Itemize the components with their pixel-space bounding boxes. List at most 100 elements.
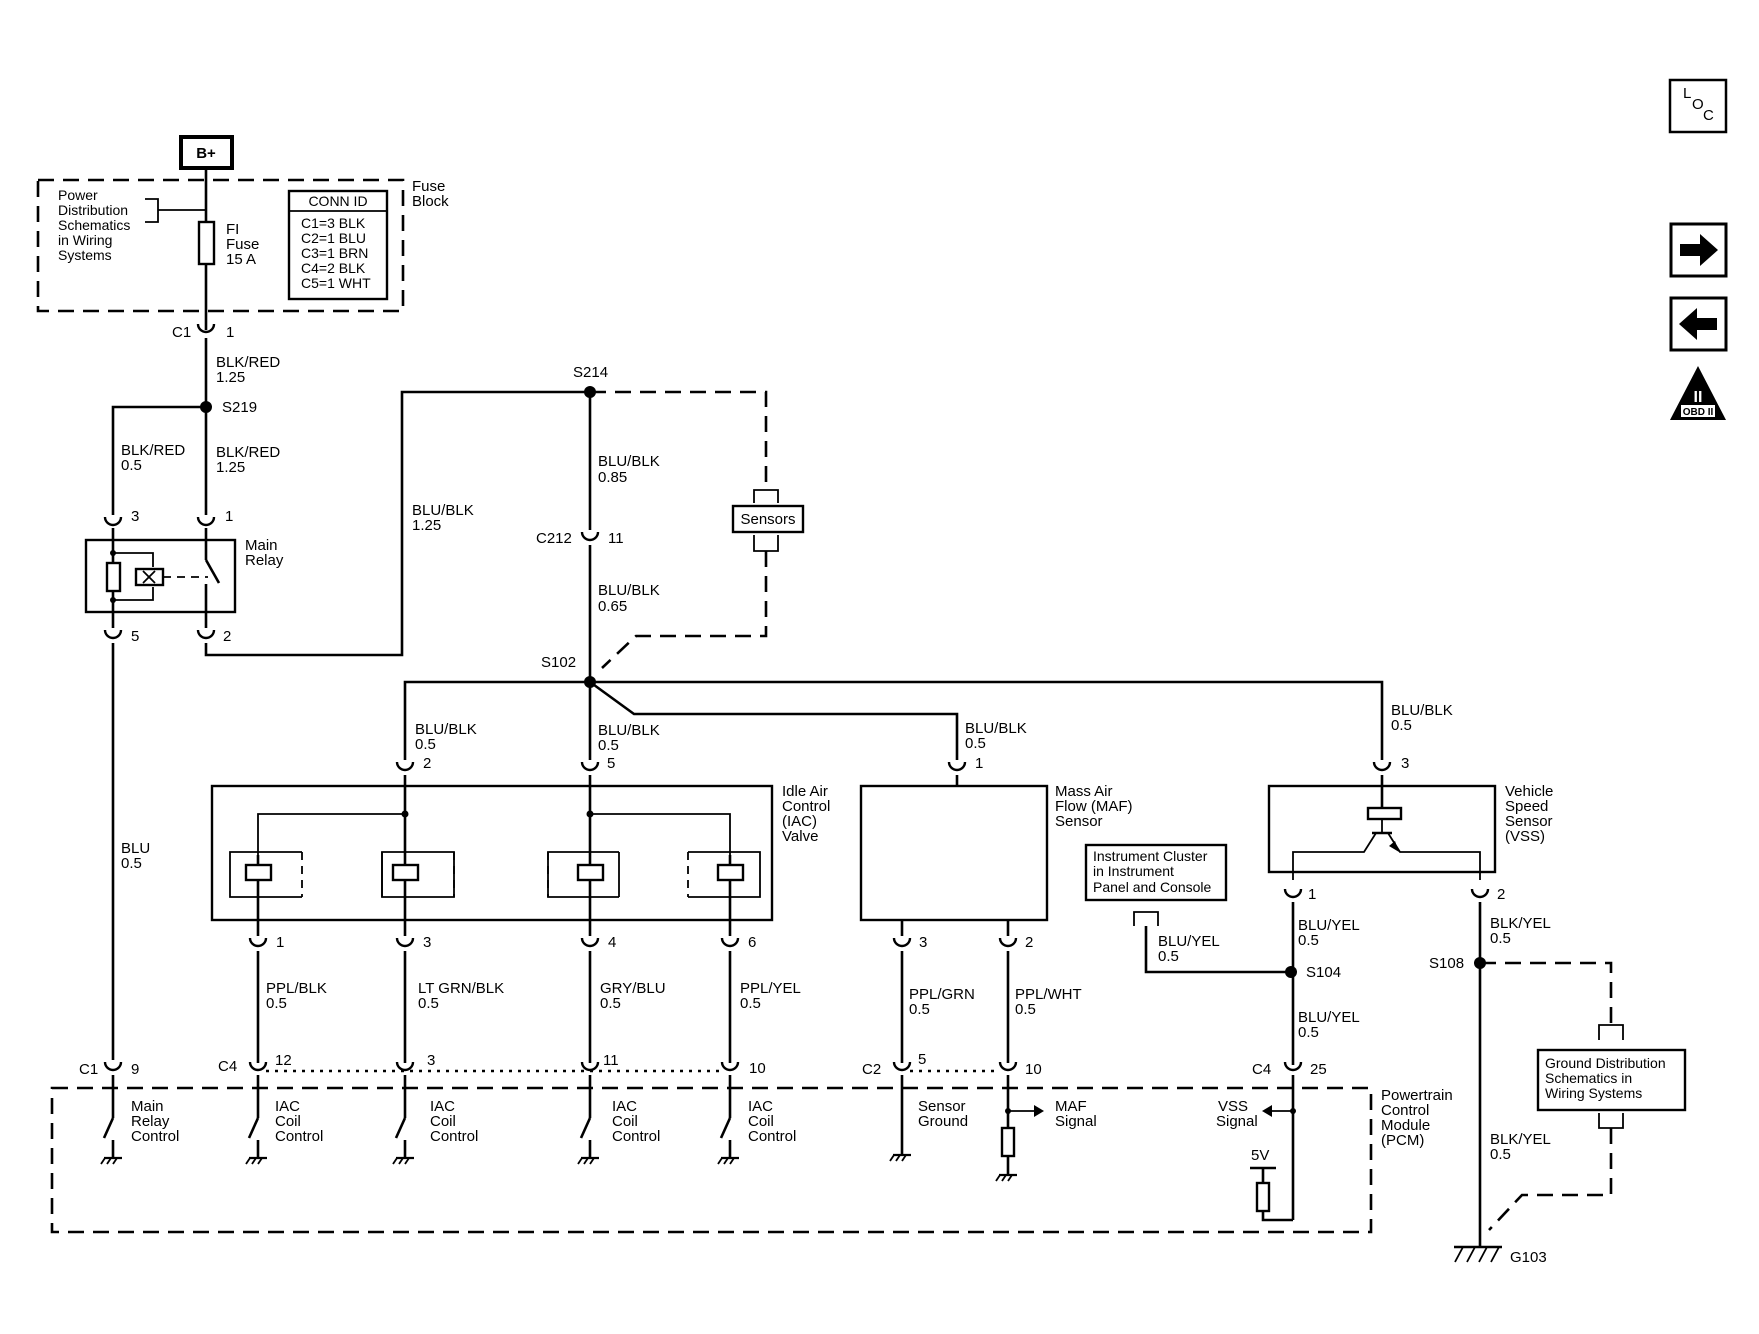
schematic-label: 0.5: [1298, 932, 1319, 949]
conn-id-table: CONN ID C1=3 BLK C2=1 BLU C3=1 BRN C4=2 …: [287, 189, 389, 301]
c1-top-label: C1: [172, 324, 191, 341]
splice-s104: [1285, 966, 1297, 978]
bplus-source: B+: [179, 135, 234, 170]
instrument-cluster: Instrument Cluster in Instrument Panel a…: [1084, 843, 1228, 926]
schematic-label: (VSS): [1505, 828, 1545, 845]
schematic-label: Mass Air: [1055, 783, 1113, 800]
schematic-label: 0.85: [598, 469, 627, 486]
schematic-label: Relay: [131, 1113, 170, 1130]
schematic-label: Signal: [1216, 1113, 1258, 1130]
schematic-label: IAC: [748, 1098, 773, 1115]
schematic-label: 0.5: [1015, 1001, 1036, 1018]
schematic-label: CONN ID: [308, 193, 367, 209]
vss-signal-circuit: 5V VSS Signal: [1216, 1075, 1296, 1222]
location-button[interactable]: L O C: [1668, 78, 1728, 134]
schematic-label: 2: [1025, 934, 1033, 951]
schematic-label: 11: [603, 1052, 619, 1069]
schematic-label: PPL/YEL: [740, 980, 801, 997]
schematic-label: BLU/YEL: [1158, 933, 1220, 950]
schematic-label: Wiring Systems: [1545, 1085, 1642, 1101]
iac-valve: Idle Air Control (IAC) Valve: [210, 775, 830, 936]
schematic-label: 11: [608, 530, 624, 547]
schematic-label: C4=2 BLK: [301, 260, 366, 276]
schematic-label: 0.5: [1490, 930, 1511, 947]
schematic-label: 6: [748, 934, 756, 951]
schematic-label: 3: [919, 934, 927, 951]
schematic-label: 0.5: [740, 995, 761, 1012]
power-distribution-ref: Power Distribution Schematics in Wiring …: [58, 187, 206, 263]
iac-label-3: (IAC): [782, 813, 817, 830]
schematic-label: Schematics in: [1545, 1070, 1632, 1086]
schematic-label: 15 A: [226, 251, 256, 268]
schematic-label: 1: [226, 324, 234, 341]
sensors-label: Sensors: [740, 511, 795, 528]
fi-fuse: FI Fuse 15 A: [197, 220, 259, 268]
schematic-label: Panel and Console: [1093, 879, 1212, 895]
schematic-label: S219: [222, 399, 257, 416]
sensor-ground-circuit: Sensor Ground: [888, 1075, 968, 1163]
arrow-left-icon: [1679, 308, 1717, 340]
schematic-label: 0.5: [121, 855, 142, 872]
schematic-label: 0.5: [600, 995, 621, 1012]
schematic-label: BLU/BLK: [598, 453, 660, 470]
schematic-label: Sensor: [918, 1098, 966, 1115]
schematic-label: 5: [918, 1051, 926, 1068]
schematic-label: Control: [748, 1128, 796, 1145]
main-relay-label-2: Relay: [245, 552, 284, 569]
schematic-label: C: [1703, 107, 1714, 124]
main-relay-label-1: Main: [245, 537, 278, 554]
schematic-label: S214: [573, 364, 608, 381]
schematic-label: Coil: [748, 1113, 774, 1130]
fuse-block-title-2: Block: [412, 193, 449, 210]
schematic-label: IAC: [612, 1098, 637, 1115]
iac-coil-control-2: IAC Coil Control: [391, 1075, 478, 1166]
vehicle-speed-sensor: Vehicle Speed Sensor (VSS): [1267, 775, 1553, 880]
schematic-label: 3: [131, 508, 139, 525]
fuse-block-title-1: Fuse: [412, 178, 445, 195]
schematic-label: Power: [58, 187, 98, 203]
schematic-label: BLU/BLK: [1391, 702, 1453, 719]
iac-coil-control-4: IAC Coil Control: [716, 1075, 796, 1166]
schematic-label: 5: [607, 755, 615, 772]
schematic-label: 0.5: [1158, 948, 1179, 965]
schematic-label: 1: [276, 934, 284, 951]
schematic-label: 0.5: [598, 737, 619, 754]
schematic-label: S108: [1429, 955, 1464, 972]
schematic-label: Powertrain: [1381, 1087, 1453, 1104]
obd-ii-button[interactable]: II OBD II: [1670, 366, 1726, 420]
iac-label-2: Control: [782, 798, 830, 815]
schematic-label: 5: [131, 628, 139, 645]
schematic-label: BLU/YEL: [1298, 1009, 1360, 1026]
schematic-label: IAC: [430, 1098, 455, 1115]
schematic-label: 1: [1308, 886, 1316, 903]
schematic-label: BLU/BLK: [598, 582, 660, 599]
schematic-label: Fuse: [226, 236, 259, 253]
schematic-label: 0.5: [965, 735, 986, 752]
schematic-label: 0.5: [121, 457, 142, 474]
schematic-label: 12: [275, 1052, 292, 1069]
schematic-label: 5V: [1251, 1147, 1269, 1164]
schematic-label: PPL/WHT: [1015, 986, 1082, 1003]
schematic-label: Schematics: [58, 217, 130, 233]
schematic-label: 1.25: [216, 369, 245, 386]
c212-label: C212: [536, 530, 572, 547]
fuse-block: Fuse Block Power Distribution Schematics…: [36, 178, 449, 313]
previous-page-button[interactable]: [1669, 296, 1728, 352]
schematic-label: L: [1683, 85, 1691, 102]
schematic-label: 3: [427, 1052, 435, 1069]
schematic-label: GRY/BLU: [600, 980, 666, 997]
schematic-label: LT GRN/BLK: [418, 980, 504, 997]
schematic-label: (PCM): [1381, 1132, 1424, 1149]
main-relay: Main Relay: [84, 528, 284, 628]
schematic-label: BLU: [121, 840, 150, 857]
next-page-button[interactable]: [1669, 222, 1728, 278]
sensors-block: Sensors: [731, 489, 805, 552]
schematic-label: S104: [1306, 964, 1341, 981]
wire-blkred-125a-color: BLK/RED: [216, 354, 280, 371]
schematic-label: IAC: [275, 1098, 300, 1115]
schematic-label: Speed: [1505, 798, 1548, 815]
maf-signal-circuit: MAF Signal: [994, 1075, 1097, 1183]
schematic-label: 25: [1310, 1061, 1327, 1078]
schematic-label: C3=1 BRN: [301, 245, 368, 261]
